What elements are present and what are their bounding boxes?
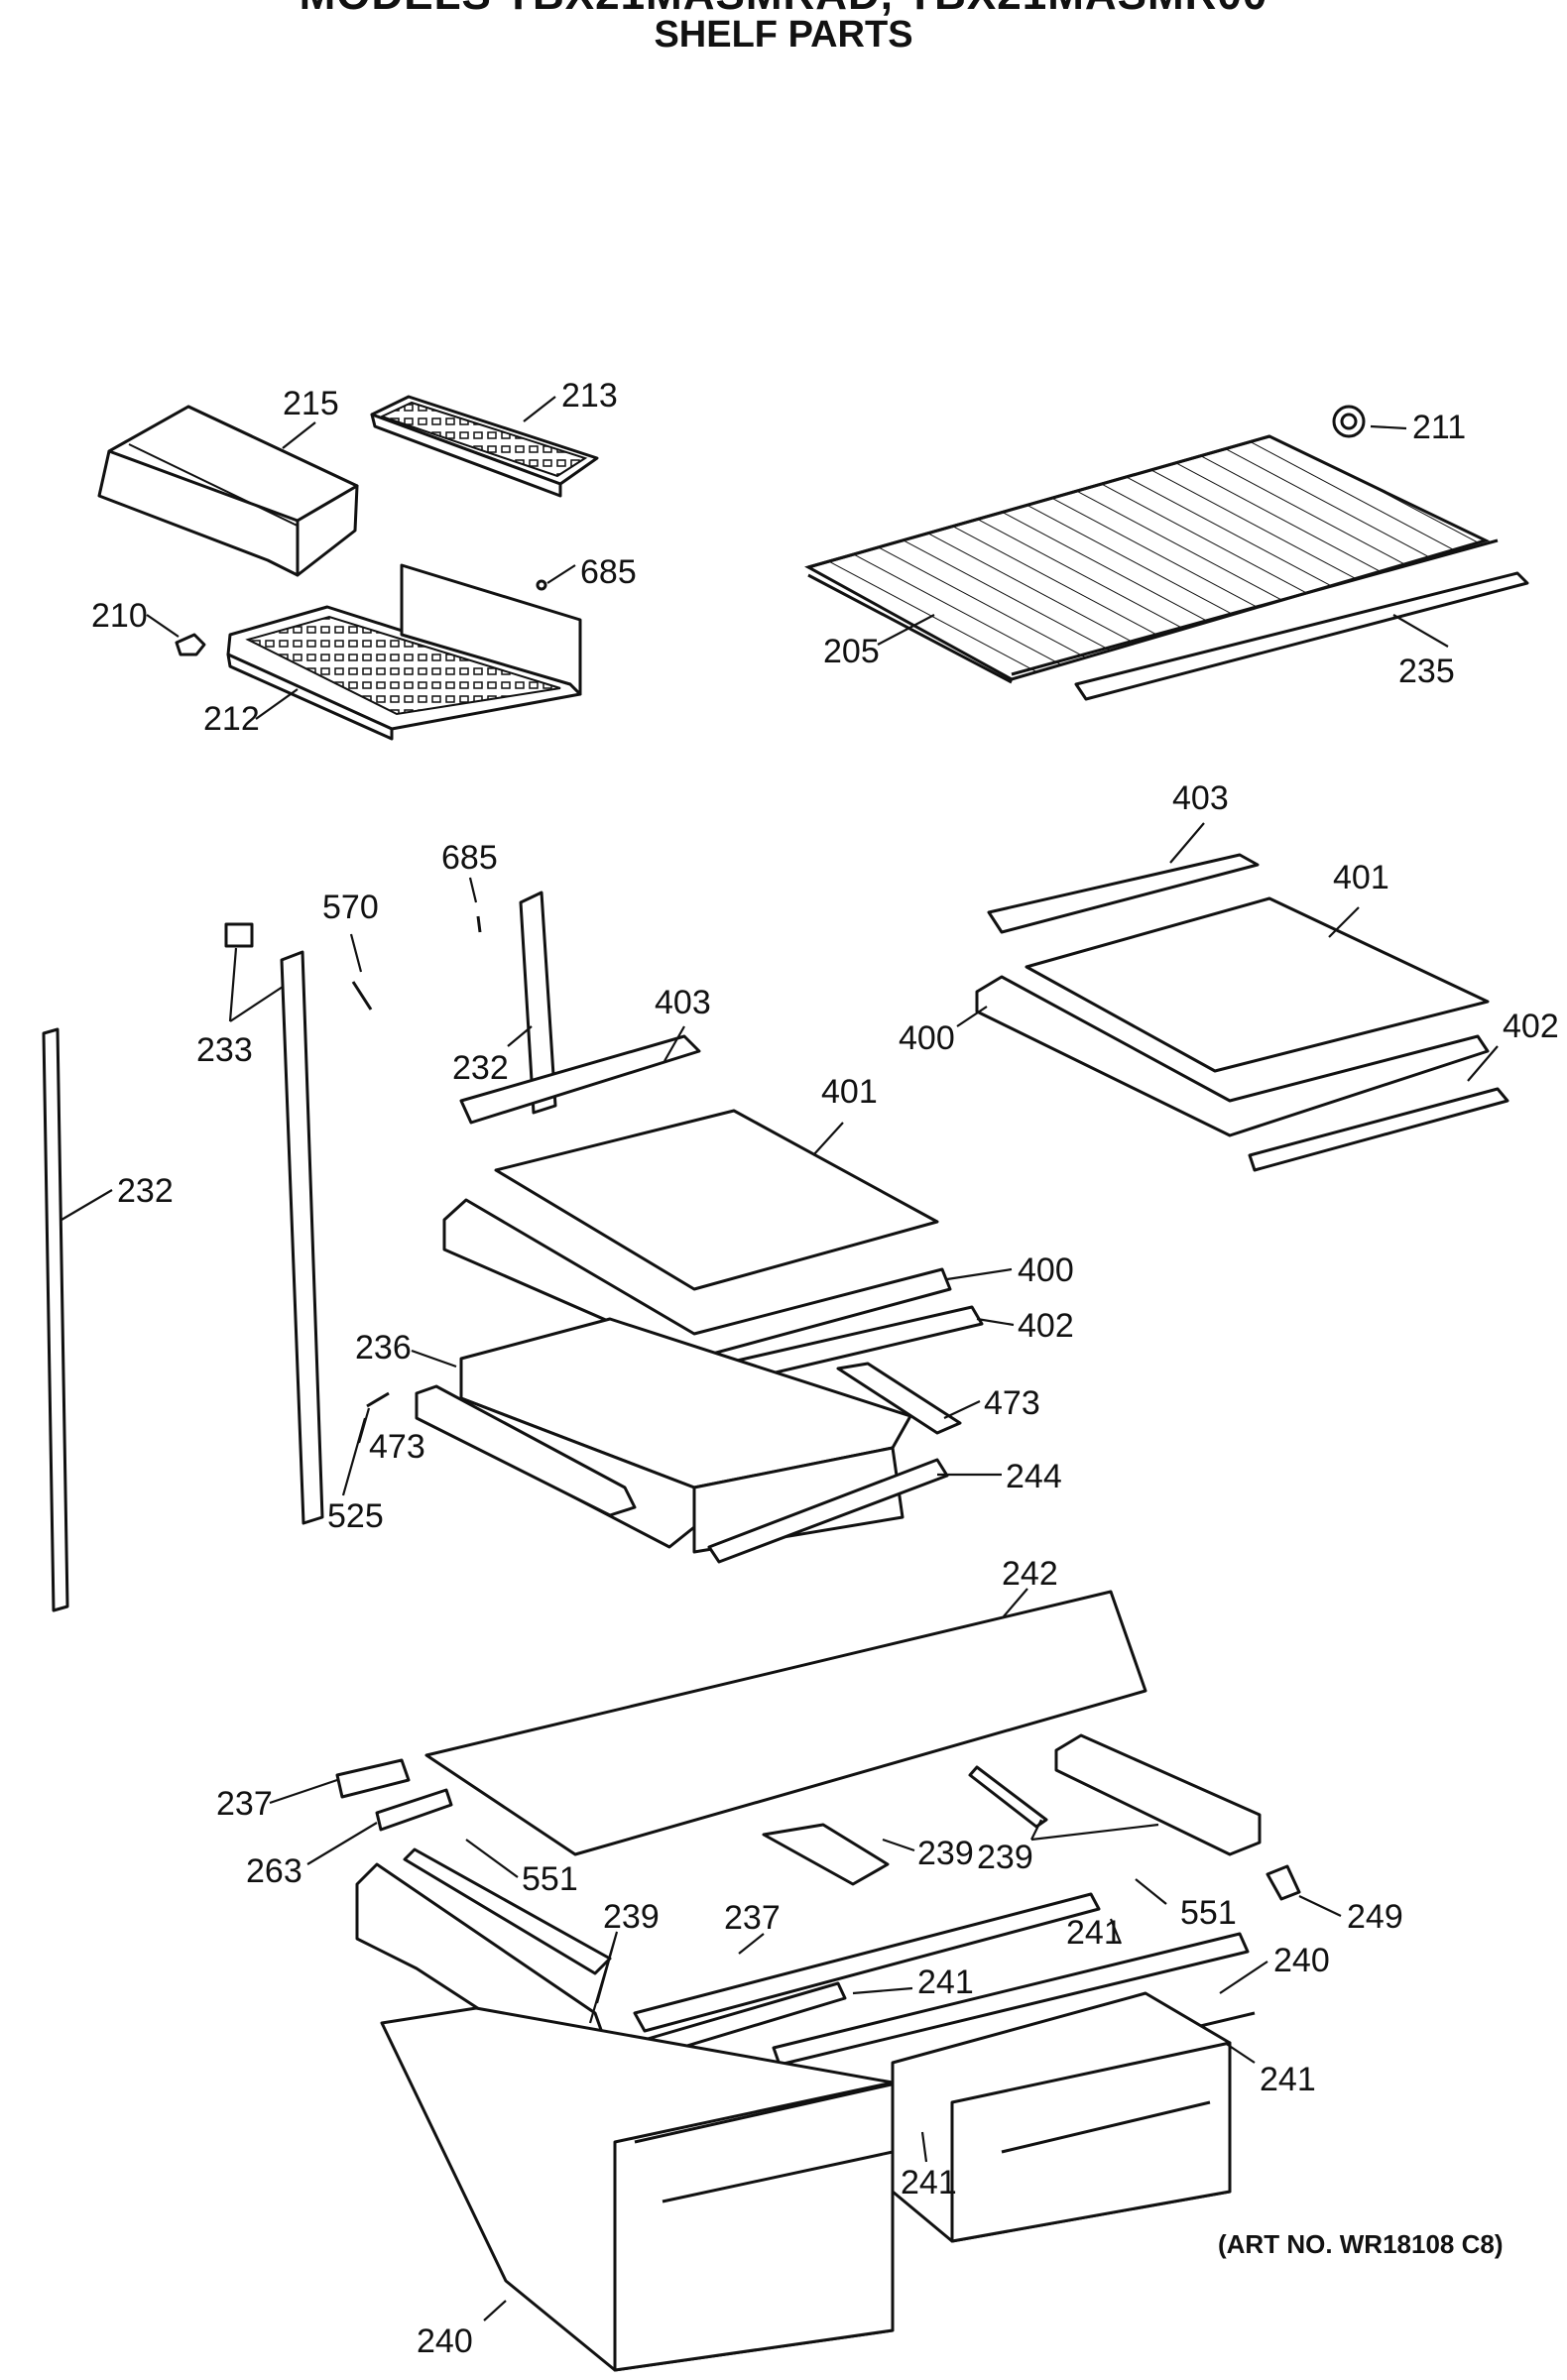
callout-249: 249 <box>1347 1898 1403 1936</box>
callout-labels: 215 213 211 685 210 205 235 212 403 685 … <box>91 377 1559 2360</box>
callout-551: 551 <box>1180 1894 1237 1932</box>
crisper-drawer-assembly <box>366 1317 962 1564</box>
callout-525: 525 <box>327 1497 384 1535</box>
crisper-pan-right <box>891 1991 1232 2243</box>
callout-244: 244 <box>1006 1458 1062 1495</box>
callout-402: 402 <box>1018 1307 1074 1345</box>
lower-shelf-brackets <box>335 1733 1301 1901</box>
callout-242: 242 <box>1002 1555 1058 1593</box>
callout-401: 401 <box>821 1073 878 1111</box>
callout-570: 570 <box>322 889 379 926</box>
callout-263: 263 <box>246 1852 302 1890</box>
callout-239: 239 <box>603 1898 660 1936</box>
shelf-ladder-rails <box>42 891 557 1612</box>
callout-685: 685 <box>580 553 637 591</box>
wire-shelf-part <box>804 434 1499 684</box>
callout-240: 240 <box>1273 1942 1330 1979</box>
art-number: (ART NO. WR18108 C8) <box>1218 2229 1504 2259</box>
callout-401: 401 <box>1333 859 1389 896</box>
callout-212: 212 <box>203 700 260 738</box>
freezer-shelf-part <box>226 563 582 741</box>
callout-233: 233 <box>196 1031 253 1069</box>
callout-400: 400 <box>899 1019 955 1057</box>
callout-215: 215 <box>283 385 339 422</box>
callout-685: 685 <box>441 839 498 877</box>
callout-236: 236 <box>355 1329 412 1367</box>
callout-239: 239 <box>917 1835 974 1872</box>
callout-237: 237 <box>724 1899 781 1937</box>
crisper-pan-left <box>380 2006 923 2372</box>
callout-210: 210 <box>91 597 148 635</box>
callout-235: 235 <box>1398 653 1455 690</box>
models-heading: MODELS TBX21MASMRAD, TBX21MASMR00 <box>0 0 1567 20</box>
dairy-bin-part <box>97 405 359 577</box>
large-glass-shelf-part <box>424 1590 1147 1856</box>
callout-551: 551 <box>522 1860 578 1898</box>
callout-403: 403 <box>655 984 711 1021</box>
leader-lines <box>60 396 1499 2321</box>
glass-shelf-right-assembly <box>975 853 1509 1172</box>
callout-241: 241 <box>1260 2061 1316 2098</box>
section-title: SHELF PARTS <box>654 14 913 56</box>
glass-shelf-center-assembly <box>442 1034 984 1385</box>
small-fasteners <box>175 405 1366 656</box>
callout-232: 232 <box>117 1172 174 1210</box>
callout-241: 241 <box>917 1964 974 2001</box>
clips-and-screws <box>224 915 482 1011</box>
callout-402: 402 <box>1503 1008 1559 1045</box>
callout-241: 241 <box>1066 1914 1123 1952</box>
callout-473: 473 <box>984 1384 1040 1422</box>
ice-tray-part <box>370 395 599 498</box>
callout-213: 213 <box>561 377 618 415</box>
callout-473: 473 <box>369 1428 425 1466</box>
callout-403: 403 <box>1172 779 1229 817</box>
callout-232: 232 <box>452 1049 509 1087</box>
callout-240: 240 <box>417 2322 473 2360</box>
shelf-trim-part <box>1074 571 1529 701</box>
callout-237: 237 <box>216 1785 273 1823</box>
callout-400: 400 <box>1018 1251 1074 1289</box>
callout-205: 205 <box>823 633 880 670</box>
callout-241: 241 <box>901 2164 957 2202</box>
callout-211: 211 <box>1412 409 1466 446</box>
callout-239: 239 <box>977 1839 1033 1876</box>
